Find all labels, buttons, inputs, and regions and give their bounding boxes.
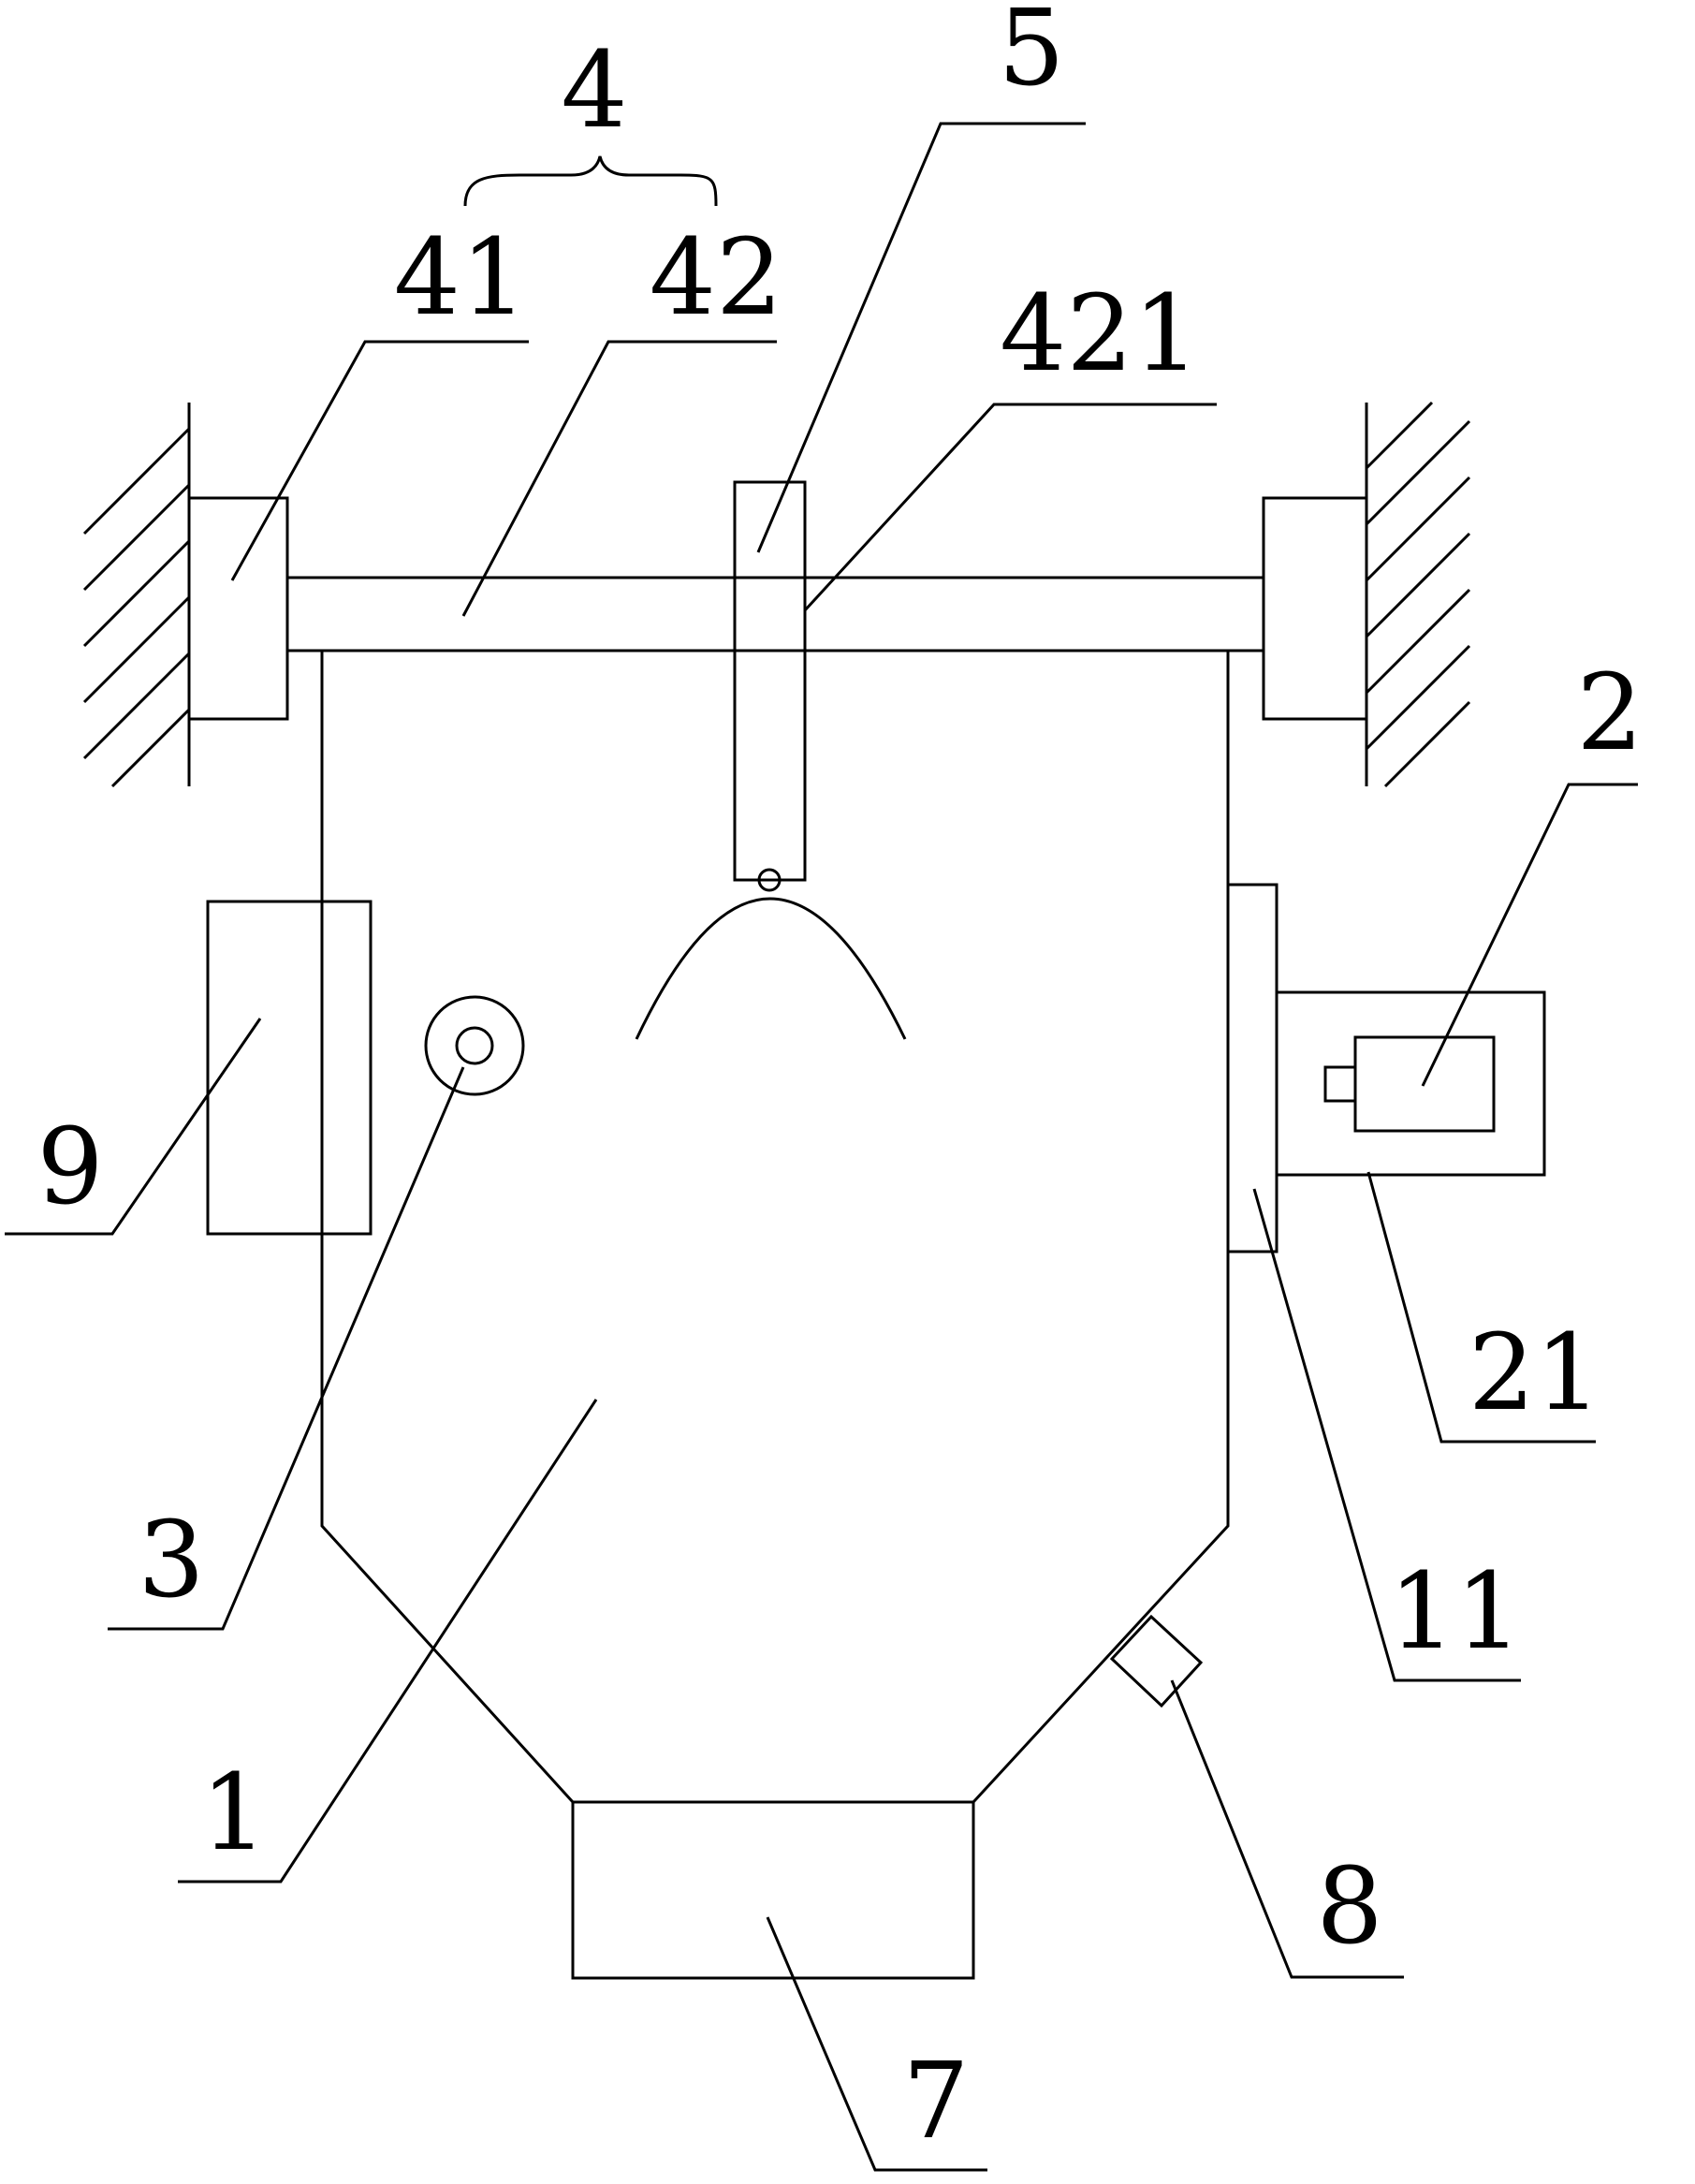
label-5: 5 — [998, 0, 1064, 110]
label-9: 9 — [37, 1107, 103, 1228]
label-11: 11 — [1389, 1551, 1523, 1673]
shaft-42 — [285, 576, 1265, 652]
leader-41 — [230, 340, 529, 581]
label-1: 1 — [200, 1752, 267, 1874]
sight-3-outer — [424, 995, 525, 1096]
housing-21 — [1275, 990, 1546, 1177]
leader-lines — [5, 122, 1638, 2172]
label-41: 41 — [394, 217, 528, 339]
arc-stirrer — [635, 897, 907, 1040]
hanger-rod-5 — [733, 480, 807, 882]
leader-3 — [108, 1066, 465, 1631]
leader-11 — [1252, 1188, 1521, 1682]
leader-1 — [178, 1399, 598, 1884]
label-3: 3 — [138, 1500, 204, 1621]
box-9 — [206, 900, 373, 1236]
pivot-joint — [757, 868, 782, 892]
outlet-7 — [571, 1800, 975, 1980]
left-bearing-41 — [187, 496, 289, 721]
leader-8 — [1170, 1679, 1404, 1979]
leader-421 — [803, 403, 1217, 612]
sight-3-inner — [455, 1026, 494, 1065]
group-brace-4 — [463, 155, 718, 207]
vessel-body-1 — [320, 651, 1230, 1804]
leader-2 — [1421, 783, 1638, 1087]
leader-42 — [461, 340, 777, 617]
right-wall-hatching — [1365, 401, 1471, 788]
leader-9 — [5, 1018, 262, 1236]
label-42: 42 — [650, 217, 783, 339]
leader-7 — [766, 1916, 987, 2172]
leader-21 — [1366, 1171, 1596, 1444]
left-wall-hatching — [82, 403, 191, 788]
motor-shaft — [1323, 1065, 1357, 1103]
valve-8 — [1109, 1614, 1204, 1708]
leader-5 — [756, 122, 1086, 553]
label-7: 7 — [902, 2041, 969, 2162]
label-4: 4 — [561, 30, 627, 152]
label-421: 421 — [1000, 273, 1200, 395]
label-2: 2 — [1576, 652, 1643, 774]
right-bearing — [1262, 496, 1368, 721]
label-8: 8 — [1316, 1846, 1382, 1968]
side-plate-11 — [1226, 883, 1279, 1253]
label-21: 21 — [1469, 1312, 1602, 1434]
